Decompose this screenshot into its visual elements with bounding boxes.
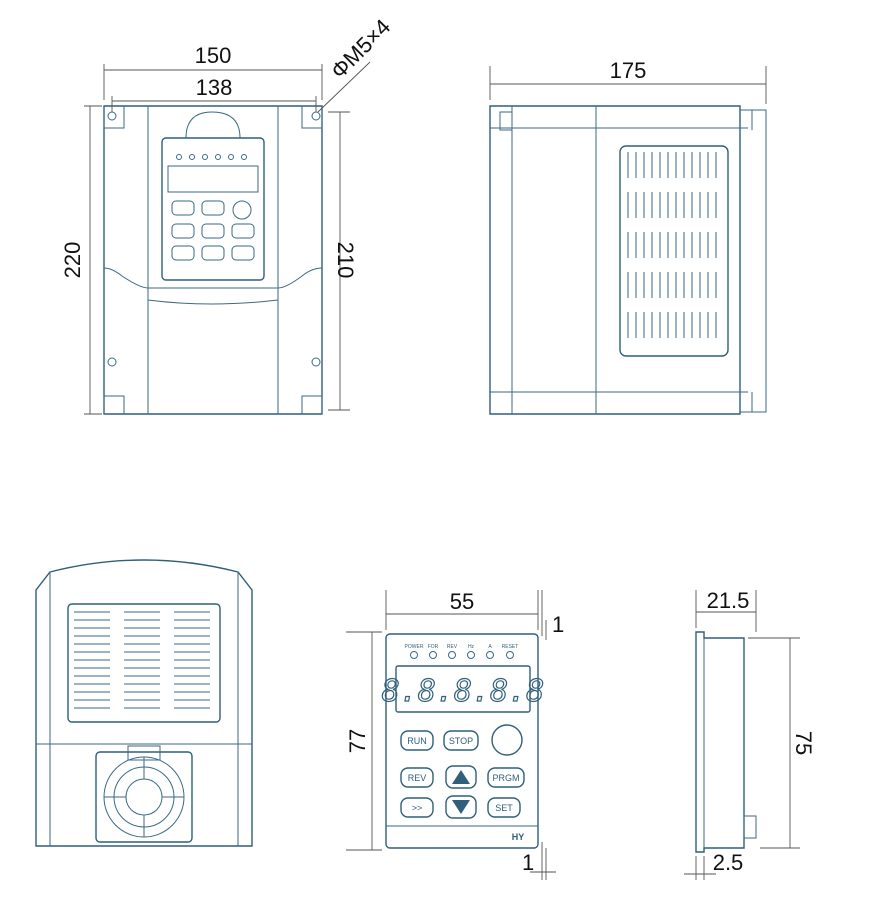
side-view: 175 xyxy=(489,58,767,415)
indicator-label: RESET xyxy=(502,644,519,650)
indicator-leds: POWER FOR REV Hz A RESET xyxy=(405,644,519,659)
dim-keypad-top-offset: 1 xyxy=(552,612,564,637)
dim-keypad-height: 77 xyxy=(345,729,370,753)
dim-side-depth: 175 xyxy=(610,58,647,83)
dim-front-hole-width: 138 xyxy=(196,75,233,100)
dim-keypad-side-height: 75 xyxy=(791,731,816,755)
keypad-front: POWER FOR REV Hz A RESET 8.8.8.8.8 RUN S… xyxy=(345,589,564,880)
up-arrow-button[interactable] xyxy=(445,765,477,789)
dim-front-hole-height: 210 xyxy=(333,242,358,279)
stop-button-label: STOP xyxy=(449,736,473,746)
bottom-vents xyxy=(74,611,210,709)
dim-keypad-side-base: 2.5 xyxy=(713,850,744,875)
stop-button[interactable]: STOP xyxy=(443,730,479,751)
shift-icon: >> xyxy=(412,803,423,813)
dim-keypad-side-depth: 21.5 xyxy=(707,588,750,613)
run-button[interactable]: RUN xyxy=(400,730,434,751)
dim-front-outer-height: 220 xyxy=(60,242,85,279)
prgm-button[interactable]: PRGM xyxy=(487,767,525,788)
down-arrow-button[interactable] xyxy=(445,795,477,819)
front-view xyxy=(103,105,323,415)
front-dimensions: 150 138 ΦM5×4 220 210 xyxy=(60,14,395,415)
display-value: 8.8.8.8.8 xyxy=(382,674,545,709)
indicator-label: POWER xyxy=(405,644,424,650)
indicator-label: A xyxy=(488,644,492,650)
dim-keypad-width: 55 xyxy=(450,589,474,614)
brand-label: HY xyxy=(512,832,525,842)
rev-button[interactable]: REV xyxy=(400,767,434,788)
keypad-side-view: 21.5 75 2.5 xyxy=(684,588,816,880)
indicator-label: REV xyxy=(447,644,458,650)
dim-keypad-bottom-offset: 1 xyxy=(522,850,534,875)
run-button-label: RUN xyxy=(407,736,427,746)
set-button[interactable]: SET xyxy=(487,797,521,818)
up-arrow-icon xyxy=(452,770,470,784)
indicator-label: FOR xyxy=(428,644,439,650)
side-vents xyxy=(627,152,717,338)
prgm-button-label: PRGM xyxy=(493,773,520,783)
potentiometer-knob[interactable] xyxy=(491,724,523,756)
rev-button-label: REV xyxy=(408,773,427,783)
indicator-label: Hz xyxy=(468,644,475,650)
shift-button[interactable]: >> xyxy=(400,797,434,818)
dim-mount-holes: ΦM5×4 xyxy=(326,14,395,83)
down-arrow-icon xyxy=(452,800,470,814)
segment-display xyxy=(395,665,531,713)
bottom-view xyxy=(35,559,253,847)
dim-front-outer-width: 150 xyxy=(195,43,232,68)
set-button-label: SET xyxy=(495,803,513,813)
